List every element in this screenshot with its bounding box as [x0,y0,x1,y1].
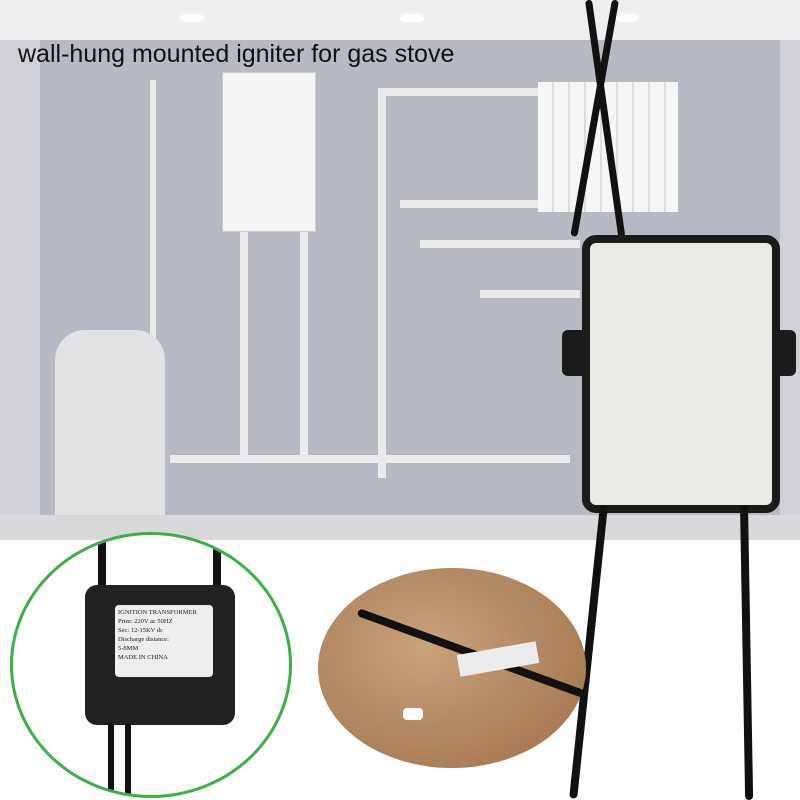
igniter-transformer [582,235,780,513]
ceiling [0,0,800,40]
electrode-tip [403,708,423,720]
ceiling-light [615,14,639,22]
shower-pipe [150,80,156,340]
pipe [480,290,580,298]
pipe [400,200,540,208]
spec-label: IGNITION TRANSFORMER Prim: 220V ac 50HZ … [115,605,213,677]
cable [740,504,754,800]
wall-boiler [222,72,316,232]
label-line: MADE IN CHINA [118,654,168,661]
pipe [300,228,308,458]
cable [108,723,114,795]
pipe [420,240,580,248]
pipe [240,228,248,458]
label-detail-circle: IGNITION TRANSFORMER Prim: 220V ac 50HZ … [10,532,292,798]
cable [98,535,106,595]
water-heater-tank [55,330,165,520]
pipe [378,88,538,96]
product-title: wall-hung mounted igniter for gas stove [18,40,455,68]
ceiling-light [400,14,424,22]
label-line: 5-8MM [118,645,139,652]
cable [125,723,131,795]
electrode-closeup [318,568,586,768]
igniter-transformer-closeup: IGNITION TRANSFORMER Prim: 220V ac 50HZ … [85,585,235,725]
pipe [378,88,386,478]
ceiling-light [180,14,204,22]
label-heading: IGNITION TRANSFORMER [118,609,197,616]
label-line: Sec: 12-15KV dc [118,627,164,634]
label-line: Prim: 220V ac 50HZ [118,618,173,625]
label-line: Discharge distance: [118,636,169,643]
pipe [170,455,570,463]
cable [213,535,221,595]
